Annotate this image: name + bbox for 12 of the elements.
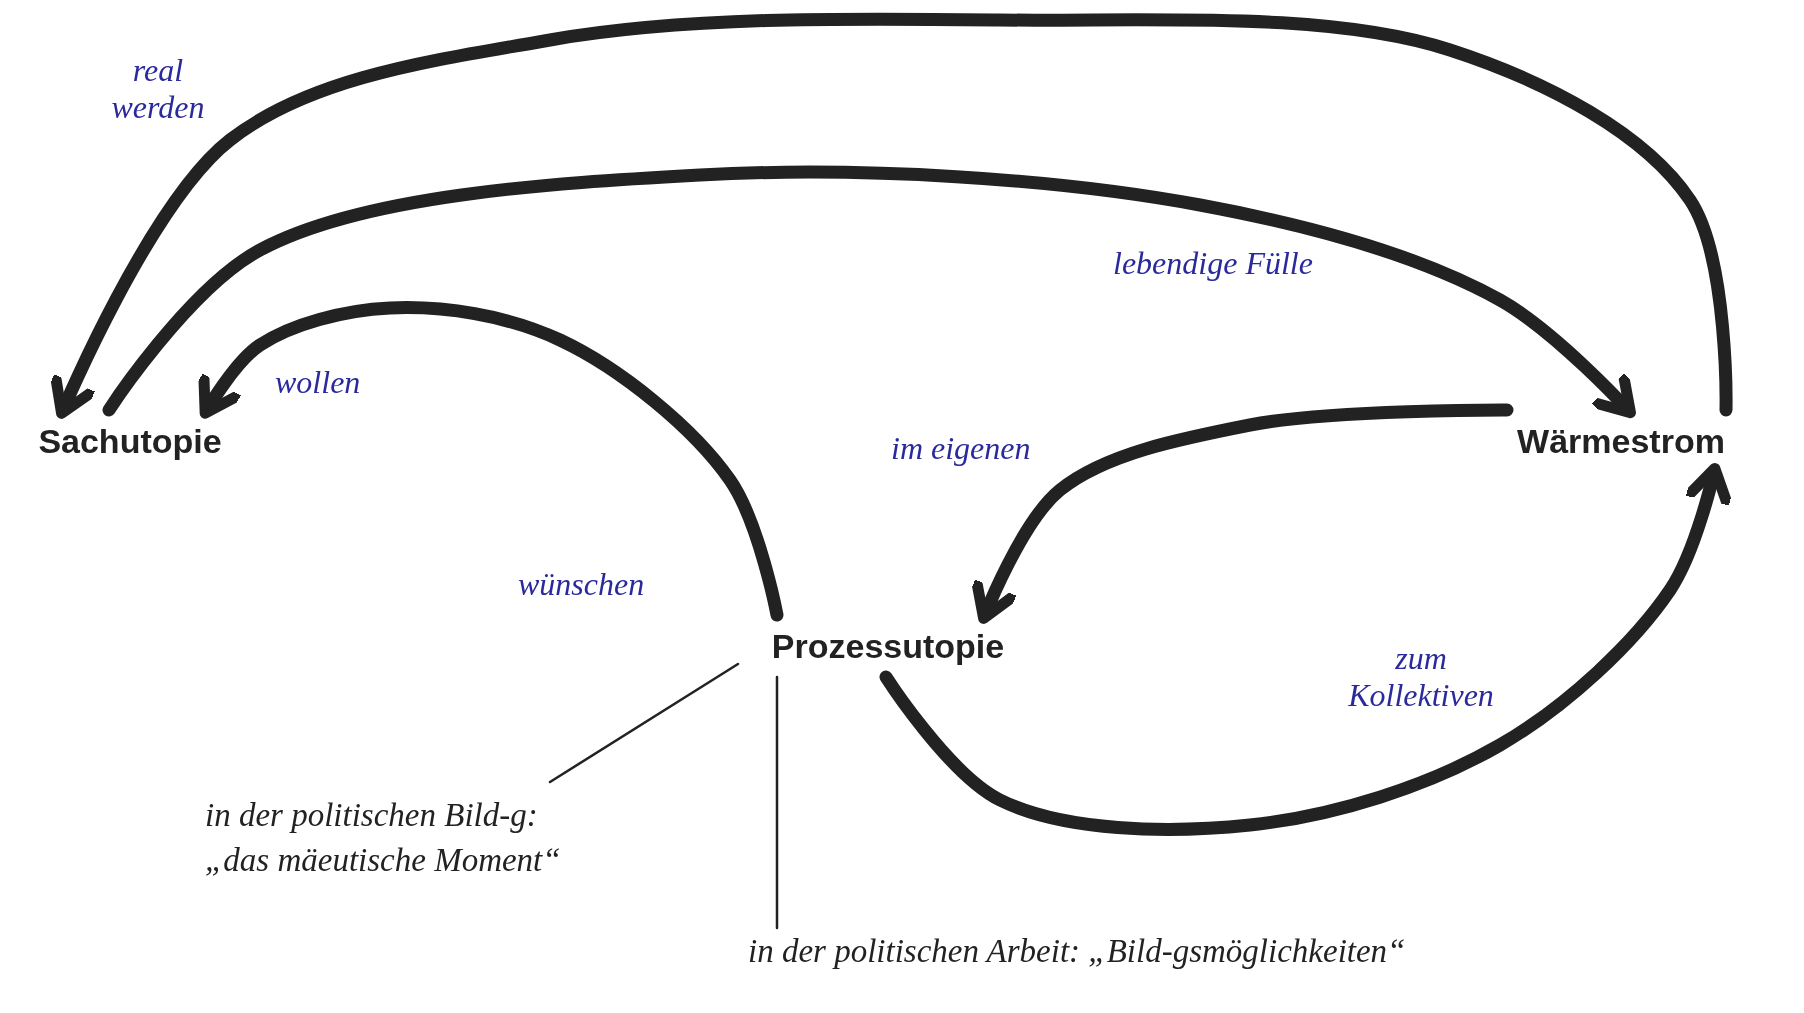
arrow xyxy=(102,165,1636,419)
leader-line xyxy=(548,662,740,784)
arrow xyxy=(879,462,1732,836)
arrow xyxy=(50,12,1733,419)
node-label: Wärmestrom xyxy=(1517,421,1725,461)
arrow xyxy=(198,301,784,622)
annotation-text: in der politischen Arbeit: „Bild-gsmöglichkeiten“ xyxy=(748,931,1406,971)
node-label: Sachutopie xyxy=(38,421,222,461)
node-label: Prozessutopie xyxy=(771,626,1005,666)
arrow xyxy=(971,403,1514,624)
annotation-text: in der politischen Bild-g: „das mäeutische Moment“ xyxy=(205,796,562,880)
leader-line xyxy=(775,675,779,930)
